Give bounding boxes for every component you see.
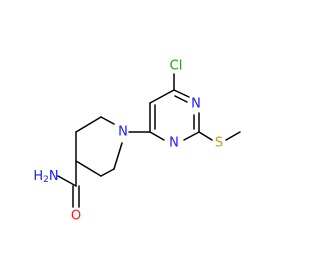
atom-amide-o: O <box>71 209 81 224</box>
atom-s: S <box>215 136 223 151</box>
molecule-drawing: Cl N N S N H2N O <box>33 59 241 224</box>
atom-amide-n: H2N <box>33 169 58 185</box>
atom-n-pyrimidine-bottom: N <box>169 136 179 151</box>
bond-c2-s <box>198 131 213 141</box>
atom-n-piperidine: N <box>118 125 128 140</box>
atom-labels: Cl N N S N H2N O <box>33 59 223 224</box>
bond-camide-n <box>57 175 77 187</box>
bond-s-ch3 <box>225 131 241 141</box>
structure-canvas: Cl N N S N H2N O <box>33 58 241 224</box>
bond-ca-cb <box>75 116 102 133</box>
bond-c6-n1 <box>149 131 165 141</box>
bond-n1-c2 <box>183 131 200 141</box>
bond-n3-c4-double <box>174 95 188 103</box>
bond-cd-npip <box>113 142 123 170</box>
bond-c4p-cc <box>75 160 102 177</box>
bond-npip-ca <box>100 116 115 125</box>
bond-c4-c5 <box>149 89 175 104</box>
atom-n-pyrimidine-top: N <box>191 97 201 112</box>
bond-cc-cd <box>100 168 115 177</box>
atom-cl: Cl <box>170 59 183 74</box>
bond-n3-c4 <box>173 89 190 98</box>
bonds <box>57 73 241 208</box>
